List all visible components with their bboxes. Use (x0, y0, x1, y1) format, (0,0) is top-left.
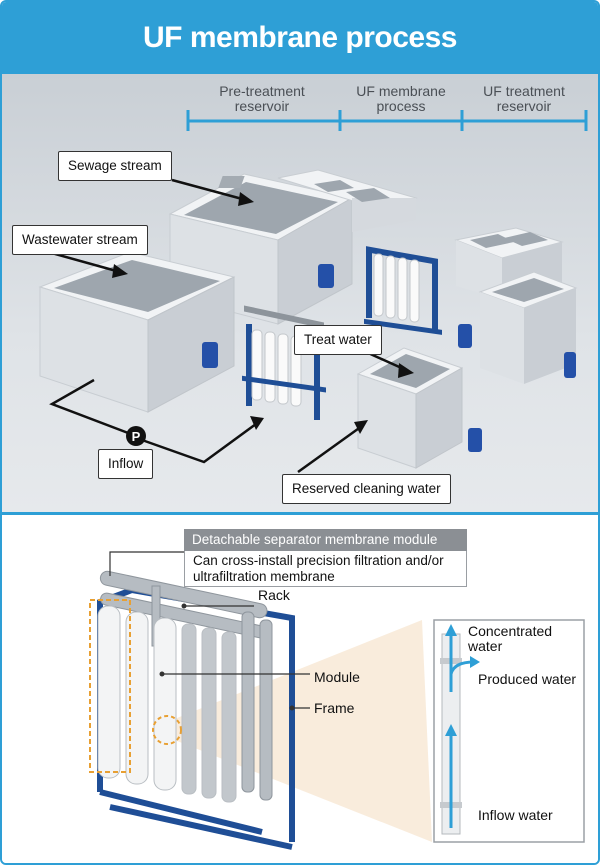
pump-letter: P (132, 429, 141, 444)
pump-icons (202, 264, 576, 452)
leader-lines (109, 551, 310, 709)
title-banner: UF membrane process (2, 2, 598, 74)
plant-illustration: P (38, 110, 588, 474)
label-inflow-water: Inflow water (478, 807, 553, 823)
pipe-inflow (141, 422, 257, 464)
flow-arrow-heads (445, 624, 480, 736)
pump-symbol: P (126, 426, 146, 446)
callout-arrows (47, 178, 407, 474)
detail-highlight-circle (152, 715, 182, 745)
stage-label-uf-treatment: UF treatment reservoir (483, 83, 565, 114)
label-treat-water: Treat water (294, 325, 382, 355)
page-title: UF membrane process (143, 21, 457, 54)
module-highlight-box (89, 599, 131, 773)
treatment-reservoirs (454, 227, 578, 384)
sewage-arrow (171, 178, 247, 202)
arrow-heads (112, 192, 414, 434)
pretreatment-reservoir (168, 173, 354, 325)
label-rack: Rack (258, 587, 290, 603)
leader-dots (159, 603, 295, 711)
membrane-rack-back (364, 246, 442, 335)
module-detail-description: Can cross-install precision filtration a… (184, 551, 467, 587)
label-inflow: Inflow (98, 449, 154, 479)
stage-label-pretreatment: Pre-treatment reservoir (219, 83, 305, 114)
label-sewage-stream: Sewage stream (58, 151, 172, 181)
back-chambers (218, 169, 418, 232)
reserved-arrow (297, 424, 363, 474)
label-module: Module (314, 669, 360, 685)
label-wastewater-stream: Wastewater stream (12, 225, 148, 255)
label-frame: Frame (314, 700, 355, 716)
zoom-beam (167, 620, 432, 842)
label-reserved-cleaning: Reserved cleaning water (282, 474, 451, 504)
wastewater-arrow (47, 250, 121, 274)
label-concentrated-water: Concentrated water (468, 623, 553, 654)
stage-timeline (186, 110, 588, 131)
membrane-rack-front (242, 305, 326, 420)
section-divider (2, 512, 598, 515)
label-produced-water: Produced water (478, 671, 577, 687)
pipe-left (49, 378, 137, 438)
module-detail-title: Detachable separator membrane module (184, 529, 467, 551)
wastewater-reservoir (38, 251, 236, 413)
stage-label-uf-membrane: UF membrane process (356, 83, 446, 114)
membrane-modules (97, 605, 237, 803)
